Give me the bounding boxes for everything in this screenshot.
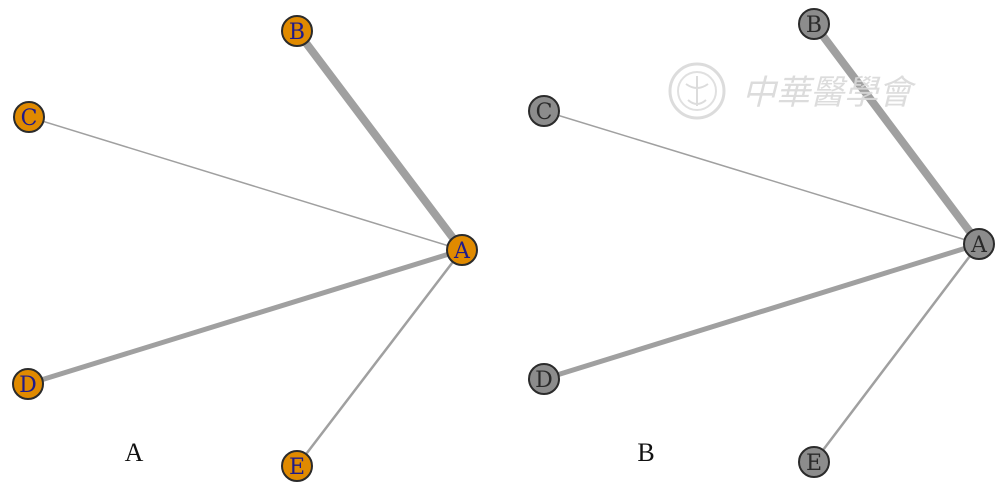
panel-b-node-e-label: E: [806, 451, 822, 476]
panel-a-node-a-label: A: [453, 239, 471, 264]
panel-a-node-a-circle: [446, 234, 478, 266]
panel-b-node-c: C: [528, 95, 560, 127]
panel-a-node-e-circle: [281, 450, 313, 482]
panel-a-node-d-label: D: [19, 373, 37, 398]
panel-b-node-b: B: [798, 8, 830, 40]
watermark: 中華醫學會: [668, 62, 917, 120]
panel-a: A B C D E A: [12, 15, 478, 482]
panel-a-node-b-circle: [281, 15, 313, 47]
panel-b-node-a-circle: [963, 228, 995, 260]
panel-b-node-d-label: D: [535, 368, 553, 393]
panel-b-node-e-circle: [798, 446, 830, 478]
panel-b-edges: [541, 20, 983, 464]
panel-b: A B C D E B: [528, 8, 995, 478]
panel-a-edge-a-d: [25, 247, 465, 387]
panel-b-node-a: A: [963, 228, 995, 260]
panel-b-edge-a-b: [810, 20, 983, 248]
panel-a-node-b: B: [281, 15, 313, 47]
panel-a-edge-a-b: [293, 27, 466, 254]
panel-a-node-e-label: E: [289, 455, 305, 480]
panel-a-edge-a-c: [28, 116, 463, 251]
panel-b-node-b-label: B: [806, 13, 822, 38]
panel-a-node-b-label: B: [289, 20, 305, 45]
panel-b-edge-a-c: [543, 110, 980, 245]
panel-a-node-d: D: [12, 368, 44, 400]
panel-a-nodes: A B C D E: [12, 15, 478, 482]
panel-b-node-c-label: C: [536, 100, 553, 125]
panel-b-edge-a-d: [541, 241, 982, 382]
panel-b-node-c-circle: [528, 95, 560, 127]
panel-a-node-d-circle: [12, 368, 44, 400]
society-seal-icon: [668, 62, 726, 120]
panel-b-node-b-circle: [798, 8, 830, 40]
panel-b-edge-a-e: [812, 242, 981, 464]
panel-b-node-d-circle: [528, 363, 560, 395]
panel-a-label: A: [125, 438, 144, 467]
panel-a-node-c: C: [13, 101, 45, 133]
panel-a-node-a: A: [446, 234, 478, 266]
panel-a-node-c-circle: [13, 101, 45, 133]
panel-a-node-e: E: [281, 450, 313, 482]
panel-a-node-c-label: C: [21, 106, 38, 131]
panel-a-edge-a-e: [295, 248, 464, 468]
panel-b-nodes: A B C D E: [528, 8, 995, 478]
watermark-text: 中華醫學會: [742, 73, 917, 113]
panel-b-label: B: [637, 438, 654, 467]
panel-b-node-e: E: [798, 446, 830, 478]
panel-b-node-d: D: [528, 363, 560, 395]
panel-b-node-a-label: A: [970, 233, 988, 258]
panel-a-edges: [25, 27, 466, 468]
